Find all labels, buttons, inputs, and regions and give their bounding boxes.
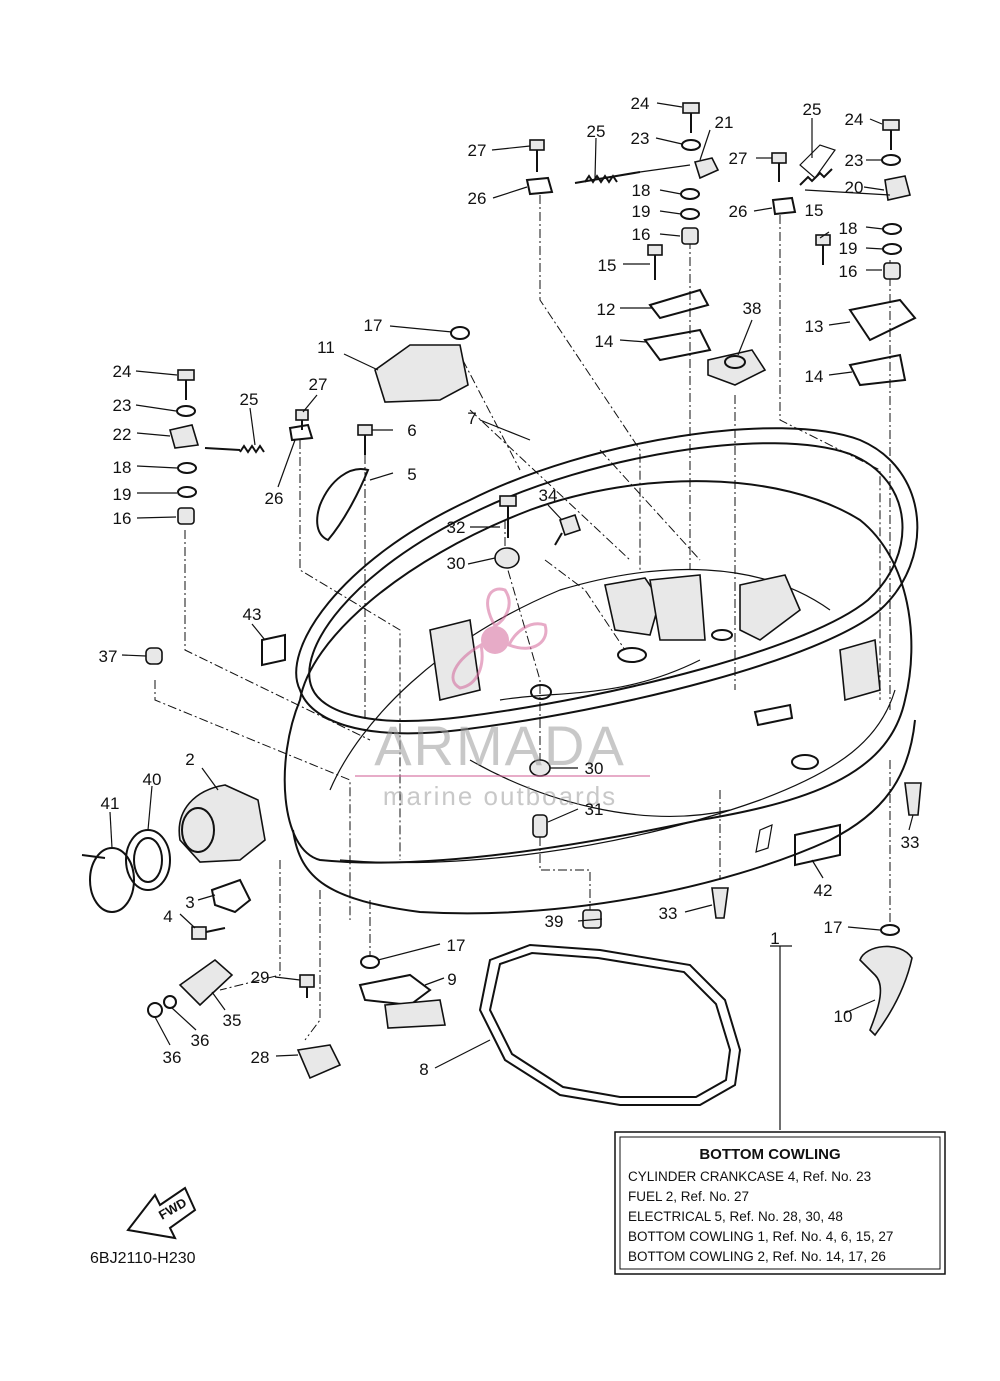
callout-19c: 19 bbox=[113, 485, 132, 504]
watermark-logo bbox=[451, 587, 548, 690]
callout-19a: 19 bbox=[632, 202, 651, 221]
info-box-line-5: BOTTOM COWLING 2, Ref. No. 14, 17, 26 bbox=[628, 1249, 886, 1264]
callout-41: 41 bbox=[101, 794, 120, 813]
callout-18a: 18 bbox=[632, 181, 651, 200]
callout-23b: 23 bbox=[845, 151, 864, 170]
callout-2: 2 bbox=[185, 750, 194, 769]
callout-15b: 15 bbox=[805, 201, 824, 220]
diagram-code: 6BJ2110-H230 bbox=[90, 1250, 196, 1267]
callout-24b: 24 bbox=[845, 110, 864, 129]
callout-13: 13 bbox=[805, 317, 824, 336]
callout-33a: 33 bbox=[659, 904, 678, 923]
callout-12: 12 bbox=[597, 300, 616, 319]
callout-36a: 36 bbox=[191, 1031, 210, 1050]
watermark-sub-text: marine outboards bbox=[383, 781, 617, 811]
callout-34: 34 bbox=[539, 486, 558, 505]
callout-26a: 26 bbox=[468, 189, 487, 208]
callout-20: 20 bbox=[845, 178, 864, 197]
callout-18b: 18 bbox=[839, 219, 858, 238]
info-box-line-2: FUEL 2, Ref. No. 27 bbox=[628, 1189, 749, 1204]
info-box-line-1: CYLINDER CRANKCASE 4, Ref. No. 23 bbox=[628, 1169, 871, 1184]
callout-16c: 16 bbox=[113, 509, 132, 528]
callout-43: 43 bbox=[243, 605, 262, 624]
callout-30a: 30 bbox=[447, 554, 466, 573]
callout-40: 40 bbox=[143, 770, 162, 789]
callout-28: 28 bbox=[251, 1048, 270, 1067]
callout-42: 42 bbox=[814, 881, 833, 900]
callout-27a: 27 bbox=[468, 141, 487, 160]
callout-25a: 25 bbox=[587, 122, 606, 141]
callout-9: 9 bbox=[447, 970, 456, 989]
callout-15a: 15 bbox=[598, 256, 617, 275]
callout-31: 31 bbox=[585, 800, 604, 819]
callout-7: 7 bbox=[467, 409, 476, 428]
callout-39: 39 bbox=[545, 912, 564, 931]
callout-30b: 30 bbox=[585, 759, 604, 778]
callout-1: 1 bbox=[770, 929, 779, 948]
callout-35: 35 bbox=[223, 1011, 242, 1030]
callout-16b: 16 bbox=[839, 262, 858, 281]
callout-29: 29 bbox=[251, 968, 270, 987]
callout-22: 22 bbox=[113, 425, 132, 444]
callout-36b: 36 bbox=[163, 1048, 182, 1067]
callout-25b: 25 bbox=[803, 100, 822, 119]
info-box-line-4: BOTTOM COWLING 1, Ref. No. 4, 6, 15, 27 bbox=[628, 1229, 893, 1244]
small-parts bbox=[81, 102, 922, 1240]
lower-seal-8 bbox=[478, 943, 742, 1106]
callout-3: 3 bbox=[185, 893, 194, 912]
callout-16a: 16 bbox=[632, 225, 651, 244]
callout-24a: 24 bbox=[631, 94, 650, 113]
callout-8: 8 bbox=[419, 1060, 428, 1079]
callout-14b: 14 bbox=[805, 367, 824, 386]
callout-27c: 27 bbox=[309, 375, 328, 394]
callout-18c: 18 bbox=[113, 458, 132, 477]
callout-24c: 24 bbox=[113, 362, 132, 381]
info-box-line-3: ELECTRICAL 5, Ref. No. 28, 30, 48 bbox=[628, 1209, 843, 1224]
leader-lines bbox=[109, 102, 914, 1130]
callout-25c: 25 bbox=[240, 390, 259, 409]
callout-6: 6 bbox=[407, 421, 416, 440]
callout-17c: 17 bbox=[824, 918, 843, 937]
callout-4: 4 bbox=[163, 907, 172, 926]
callout-11: 11 bbox=[317, 338, 335, 357]
reference-info-box: BOTTOM COWLING CYLINDER CRANKCASE 4, Ref… bbox=[614, 1131, 946, 1275]
callout-32: 32 bbox=[447, 518, 466, 537]
cowling-seal-7 bbox=[295, 427, 919, 735]
callout-23a: 23 bbox=[631, 129, 650, 148]
callout-23c: 23 bbox=[113, 396, 132, 415]
callout-38: 38 bbox=[743, 299, 762, 318]
callout-33b: 33 bbox=[901, 833, 920, 852]
callout-21: 21 bbox=[715, 113, 734, 132]
watermark-main-text: ARMADA bbox=[374, 714, 626, 777]
callout-27b: 27 bbox=[729, 149, 748, 168]
callout-5: 5 bbox=[407, 465, 416, 484]
info-box-title: BOTTOM COWLING bbox=[699, 1146, 840, 1163]
callout-17b: 17 bbox=[447, 936, 466, 955]
bottom-cowling-tray bbox=[283, 480, 916, 915]
callout-labels: 1 2 3 4 5 6 7 8 9 10 11 12 13 14 14 15 1… bbox=[99, 94, 920, 1079]
callout-26b: 26 bbox=[729, 202, 748, 221]
callout-10: 10 bbox=[834, 1007, 853, 1026]
assembly-lines bbox=[154, 195, 891, 1041]
callout-26c: 26 bbox=[265, 489, 284, 508]
callout-17a: 17 bbox=[364, 316, 383, 335]
callout-37: 37 bbox=[99, 647, 118, 666]
watermark: ARMADA marine outboards bbox=[355, 587, 650, 811]
callout-14a: 14 bbox=[595, 332, 614, 351]
callout-19b: 19 bbox=[839, 239, 858, 258]
